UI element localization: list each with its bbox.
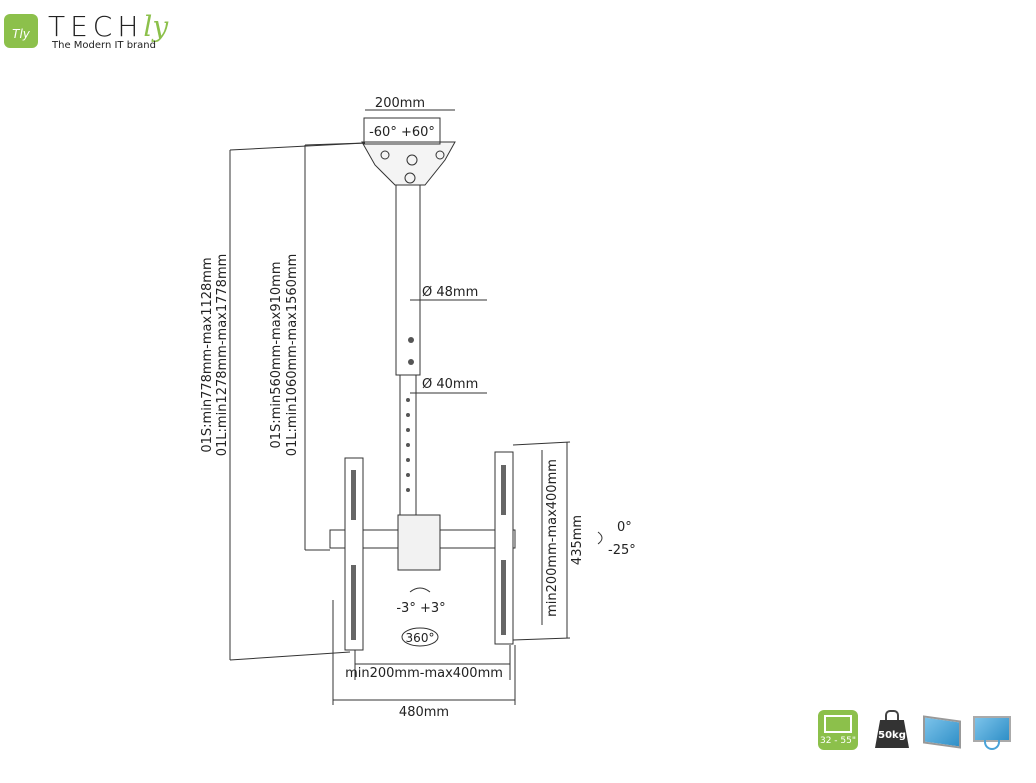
rotation-icon (401, 627, 439, 647)
tilt-top-label: 0° (617, 520, 632, 535)
techly-logo: Tly TECHly The Modern IT brand (4, 10, 194, 54)
swivel-feature-icon (972, 710, 1012, 750)
inner-pole (399, 374, 417, 521)
screen-size-label: 32 - 55" (819, 736, 856, 746)
pole-holes (406, 337, 414, 492)
brand-tagline: The Modern IT brand (52, 40, 156, 51)
swivel-box (363, 117, 441, 145)
level-arrow-icon (409, 587, 431, 593)
ceiling-plate (361, 141, 456, 186)
tilt-feature-icon (922, 710, 962, 750)
tilt-bottom-label: -25° (608, 543, 636, 558)
pole-inner-label: Ø 40mm (422, 377, 478, 392)
swivel-label: -60° +60° (369, 125, 435, 140)
overall-long-label: 01L:min1278mm-max1778mm (215, 254, 230, 457)
outer-pole (395, 184, 421, 376)
left-tv-bracket (344, 457, 364, 651)
tv-icon (824, 715, 852, 733)
max-load-label: 50kg (875, 720, 909, 748)
logo-mark: Tly (4, 14, 38, 48)
screen-size-badge: 32 - 55" (818, 710, 858, 750)
top-width-label: 200mm (375, 96, 425, 111)
level-label: -3° +3° (396, 601, 445, 616)
rotation-label: 360° (406, 631, 435, 645)
right-tv-bracket (494, 451, 514, 645)
overall-short-label: 01S:min778mm-max1128mm (200, 257, 215, 452)
vesa-horizontal-label: min200mm-max400mm (345, 666, 503, 681)
brand-name: TECH (48, 10, 144, 43)
pole-outer-label: Ø 48mm (422, 285, 478, 300)
bracket-width-label: 480mm (399, 705, 449, 720)
bracket-height-label: 435mm (570, 515, 585, 565)
weight-icon: 50kg (872, 710, 912, 750)
pole-long-label: 01L:min1060mm-max1560mm (285, 254, 300, 457)
tilt-arrow-icon (597, 531, 603, 545)
pole-short-label: 01S:min560mm-max910mm (269, 262, 284, 449)
brand-name-accent: ly (143, 10, 169, 43)
tilt-clamp (397, 514, 441, 571)
vesa-vertical-label: min200mm-max400mm (545, 459, 560, 617)
